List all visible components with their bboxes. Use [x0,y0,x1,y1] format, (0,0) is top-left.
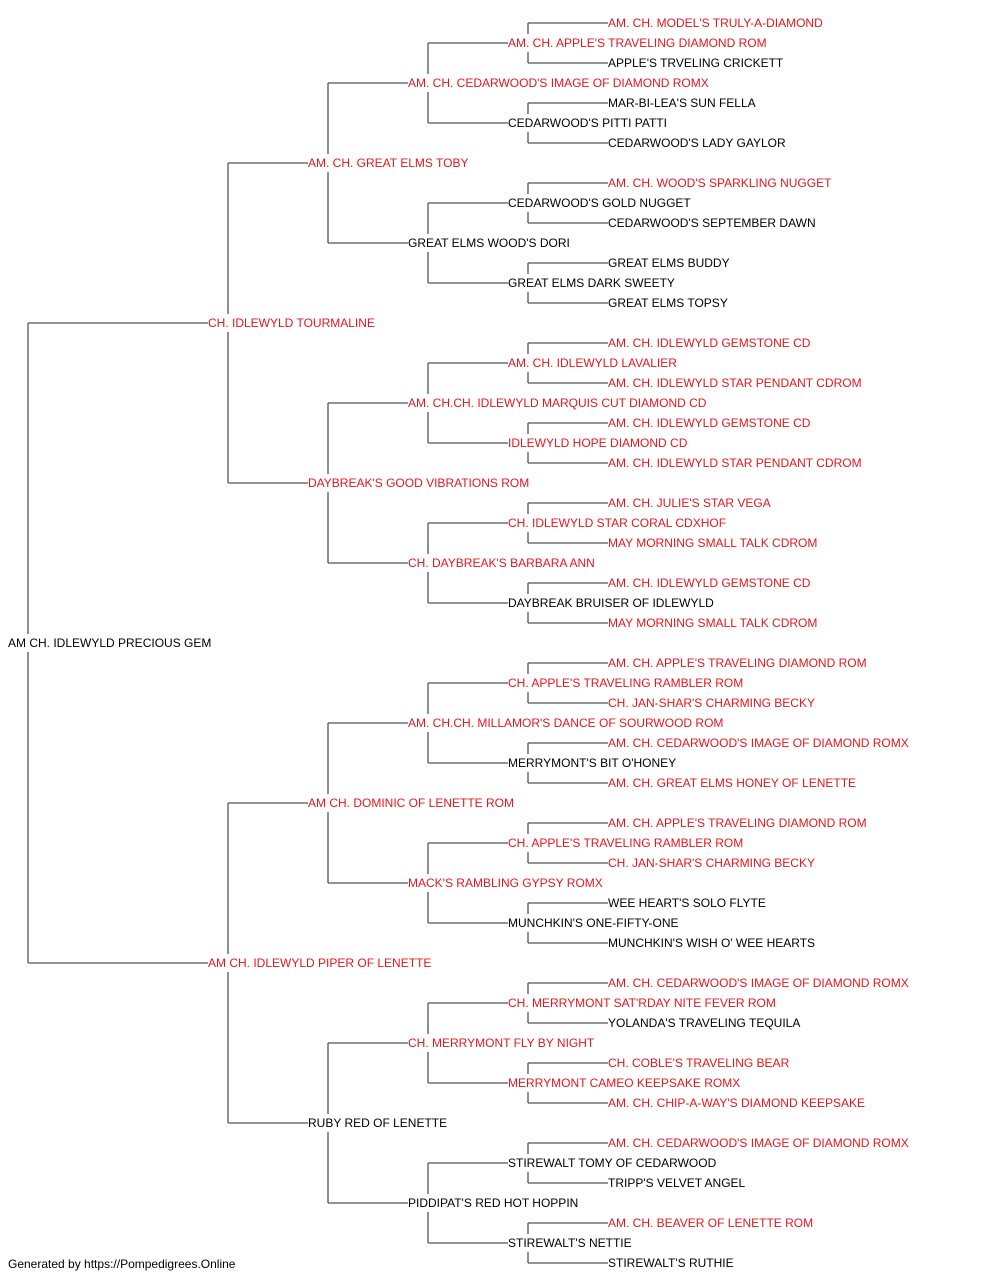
dam-name: STIREWALT'S NETTIE [508,1236,632,1250]
dam-name: AM. CH. IDLEWYLD STAR PENDANT CDROM [608,456,862,470]
dam-name: GREAT ELMS DARK SWEETY [508,276,675,290]
sire-name: GREAT ELMS BUDDY [608,256,730,270]
dam-name: RUBY RED OF LENETTE [308,1116,447,1130]
sire-name: CH. IDLEWYLD TOURMALINE [208,316,375,330]
dam-name: TRIPP'S VELVET ANGEL [608,1176,746,1190]
sire-name: AM. CH. CEDARWOOD'S IMAGE OF DIAMOND ROM… [608,736,909,750]
sire-name: AM. CH. IDLEWYLD GEMSTONE CD [608,336,811,350]
sire-name: AM. CH. CEDARWOOD'S IMAGE OF DIAMOND ROM… [608,976,909,990]
sire-name: AM. CH. IDLEWYLD LAVALIER [508,356,677,370]
sire-name: CH. APPLE'S TRAVELING RAMBLER ROM [508,836,743,850]
sire-name: AM. CH. JULIE'S STAR VEGA [608,496,771,510]
sire-name: AM. CH. WOOD'S SPARKLING NUGGET [608,176,832,190]
dam-name: AM. CH. IDLEWYLD STAR PENDANT CDROM [608,376,862,390]
sire-name: AM. CH.CH. MILLAMOR'S DANCE OF SOURWOOD … [408,716,723,730]
dam-name: GREAT ELMS TOPSY [608,296,728,310]
dam-name: AM. CH. CHIP-A-WAY'S DIAMOND KEEPSAKE [608,1096,865,1110]
subject-dog-name: AM CH. IDLEWYLD PRECIOUS GEM [8,636,211,650]
dam-name: CH. JAN-SHAR'S CHARMING BECKY [608,696,815,710]
dam-name: DAYBREAK'S GOOD VIBRATIONS ROM [308,476,529,490]
sire-name: AM. CH. IDLEWYLD GEMSTONE CD [608,416,811,430]
dam-name: IDLEWYLD HOPE DIAMOND CD [508,436,688,450]
footer-credit: Generated by https://Pompedigrees.Online [8,1257,236,1271]
sire-name: AM. CH. MODEL'S TRULY-A-DIAMOND [608,16,823,30]
sire-name: WEE HEART'S SOLO FLYTE [608,896,766,910]
sire-name: AM. CH. APPLE'S TRAVELING DIAMOND ROM [608,656,867,670]
sire-name: STIREWALT TOMY OF CEDARWOOD [508,1156,717,1170]
sire-name: CH. COBLE'S TRAVELING BEAR [608,1056,790,1070]
dam-name: MACK'S RAMBLING GYPSY ROMX [408,876,603,890]
dam-name: CEDARWOOD'S PITTI PATTI [508,116,667,130]
dam-name: GREAT ELMS WOOD'S DORI [408,236,570,250]
sire-name: CH. MERRYMONT SAT'RDAY NITE FEVER ROM [508,996,776,1010]
sire-name: CH. IDLEWYLD STAR CORAL CDXHOF [508,516,726,530]
sire-name: MAR-BI-LEA'S SUN FELLA [608,96,756,110]
sire-name: AM. CH. BEAVER OF LENETTE ROM [608,1216,813,1230]
sire-name: CH. APPLE'S TRAVELING RAMBLER ROM [508,676,743,690]
dam-name: STIREWALT'S RUTHIE [608,1256,734,1270]
sire-name: AM. CH. IDLEWYLD GEMSTONE CD [608,576,811,590]
dam-name: AM CH. IDLEWYLD PIPER OF LENETTE [208,956,431,970]
dam-name: DAYBREAK BRUISER OF IDLEWYLD [508,596,714,610]
dam-name: MAY MORNING SMALL TALK CDROM [608,536,817,550]
dam-name: CEDARWOOD'S SEPTEMBER DAWN [608,216,816,230]
dam-name: CH. JAN-SHAR'S CHARMING BECKY [608,856,815,870]
dam-name: CEDARWOOD'S LADY GAYLOR [608,136,786,150]
sire-name: AM. CH.CH. IDLEWYLD MARQUIS CUT DIAMOND … [408,396,707,410]
dam-name: MUNCHKIN'S WISH O' WEE HEARTS [608,936,815,950]
sire-name: AM. CH. GREAT ELMS TOBY [308,156,468,170]
sire-name: AM. CH. CEDARWOOD'S IMAGE OF DIAMOND ROM… [408,76,709,90]
dam-name: APPLE'S TRVELING CRICKETT [608,56,784,70]
dam-name: MERRYMONT CAMEO KEEPSAKE ROMX [508,1076,740,1090]
dam-name: YOLANDA'S TRAVELING TEQUILA [608,1016,800,1030]
sire-name: AM. CH. APPLE'S TRAVELING DIAMOND ROM [508,36,767,50]
sire-name: AM CH. DOMINIC OF LENETTE ROM [308,796,514,810]
dam-name: CH. DAYBREAK'S BARBARA ANN [408,556,595,570]
dam-name: MUNCHKIN'S ONE-FIFTY-ONE [508,916,679,930]
sire-name: CEDARWOOD'S GOLD NUGGET [508,196,691,210]
dam-name: MERRYMONT'S BIT O'HONEY [508,756,676,770]
sire-name: AM. CH. CEDARWOOD'S IMAGE OF DIAMOND ROM… [608,1136,909,1150]
dam-name: MAY MORNING SMALL TALK CDROM [608,616,817,630]
dam-name: AM. CH. GREAT ELMS HONEY OF LENETTE [608,776,856,790]
sire-name: AM. CH. APPLE'S TRAVELING DIAMOND ROM [608,816,867,830]
sire-name: CH. MERRYMONT FLY BY NIGHT [408,1036,595,1050]
dam-name: PIDDIPAT'S RED HOT HOPPIN [408,1196,578,1210]
